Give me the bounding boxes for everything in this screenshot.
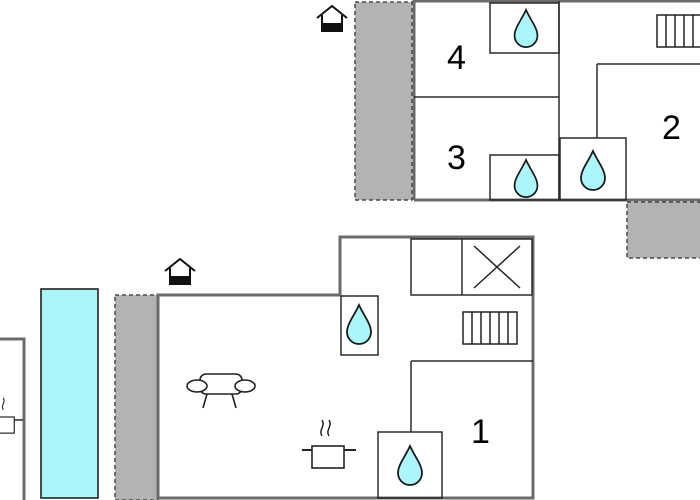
water-drop-icon	[580, 150, 606, 191]
room-number-2: 2	[662, 109, 681, 147]
swimming-pool	[40, 288, 99, 499]
terrace-upper-right	[626, 201, 700, 259]
water-drop-icon	[513, 8, 539, 48]
cross-box-icon	[473, 245, 521, 289]
radiator-icon	[462, 311, 518, 345]
radiator-icon	[656, 14, 700, 48]
room-number-3: 3	[447, 139, 466, 177]
cooking-pot-icon	[0, 396, 25, 435]
lower-floor-interior-walls	[340, 238, 533, 499]
outdoor-kitchen-walls	[0, 337, 26, 500]
upper-floor-interior-walls	[414, 1, 700, 201]
house-entrance-icon	[316, 5, 348, 32]
cooking-pot-icon	[301, 419, 357, 469]
water-drop-icon	[513, 158, 539, 198]
water-drop-icon	[346, 304, 372, 345]
water-drop-icon	[397, 445, 423, 486]
sofa-icon	[186, 373, 256, 409]
house-entrance-icon	[164, 258, 196, 285]
terrace-upper	[354, 1, 413, 201]
room-number-1: 1	[471, 413, 490, 451]
terrace-lower	[114, 294, 159, 500]
lower-floor-walls	[156, 235, 535, 500]
room-number-4: 4	[447, 39, 466, 77]
